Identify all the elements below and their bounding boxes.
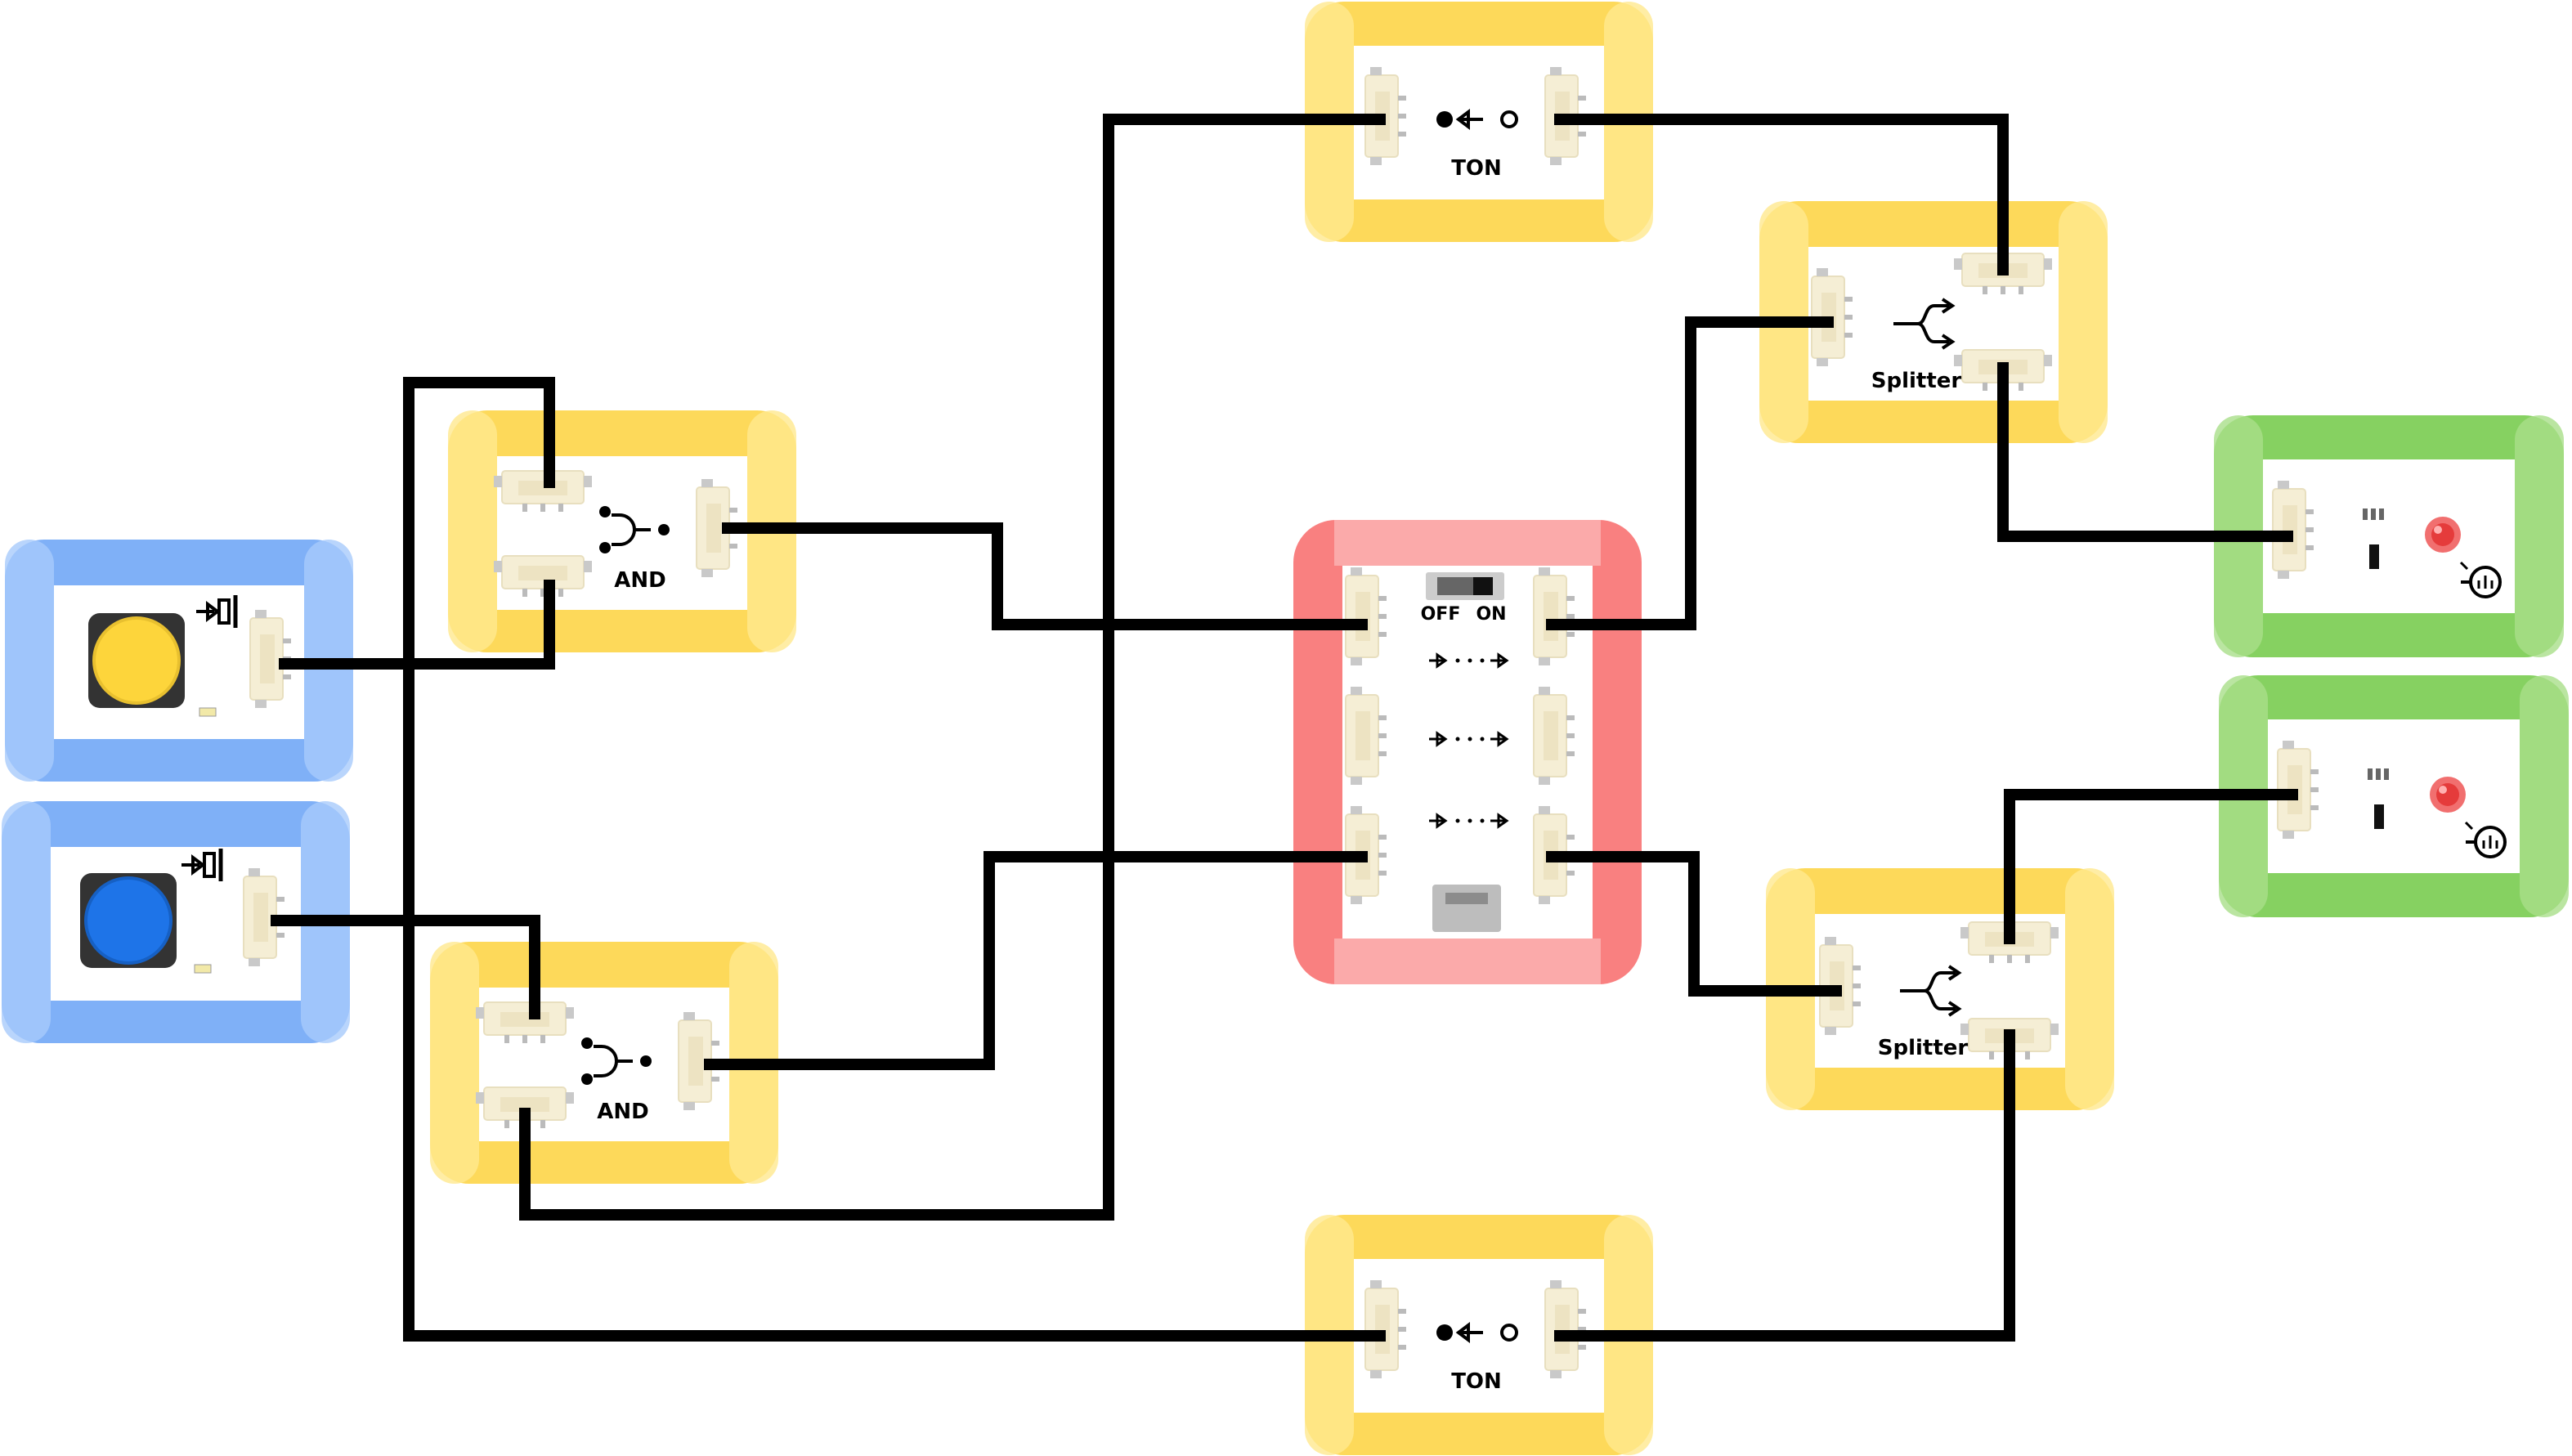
wire	[2004, 789, 2298, 944]
and-label: AND	[614, 568, 665, 593]
timer-icon	[1436, 1322, 1518, 1343]
blue-button-cap[interactable]	[80, 873, 177, 968]
input-module-yellow-button	[5, 540, 353, 782]
led-output-module-bottom	[2219, 675, 2569, 917]
wire	[704, 851, 1368, 1070]
splitter-icon	[1900, 965, 1962, 1017]
and-label: AND	[597, 1100, 648, 1124]
push-button-icon	[181, 849, 223, 881]
wire	[1546, 851, 1842, 997]
led-light	[2425, 517, 2461, 553]
and-gate-icon	[581, 1037, 652, 1085]
wire	[403, 377, 1386, 1342]
led-light	[2430, 777, 2466, 813]
usb-port-icon	[1432, 885, 1501, 932]
timer-icon	[1436, 109, 1518, 130]
led-resistor-icon	[2363, 508, 2384, 569]
wire	[1554, 1029, 2015, 1342]
switch-on-label: ON	[1476, 604, 1506, 625]
input-module-blue-button	[2, 801, 350, 1043]
power-hub-module: OFF ON	[1293, 520, 1642, 984]
wire	[1546, 316, 1834, 630]
wire	[722, 522, 1368, 630]
wire	[279, 580, 555, 670]
splitter-module-bottom: Splitter	[1766, 868, 2114, 1110]
splitter-label: Splitter	[1878, 1036, 1969, 1060]
ton-label: TON	[1451, 1369, 1502, 1394]
wire	[1997, 362, 2293, 542]
light-bulb-icon	[2464, 821, 2507, 858]
led-resistor-icon	[2368, 768, 2389, 829]
wire	[1554, 114, 2009, 276]
ton-timer-module-bottom: TON	[1305, 1215, 1653, 1455]
wire	[519, 114, 1386, 1221]
yellow-button-cap[interactable]	[88, 613, 185, 708]
push-button-icon	[196, 595, 238, 628]
splitter-module-top: Splitter	[1759, 201, 2108, 443]
switch-off-label: OFF	[1421, 604, 1461, 625]
ton-label: TON	[1451, 156, 1502, 181]
wires	[271, 114, 2298, 1342]
splitter-label: Splitter	[1871, 369, 1962, 393]
and-gate-icon	[599, 506, 670, 553]
splitter-icon	[1893, 298, 1956, 350]
power-switch[interactable]	[1426, 572, 1504, 600]
light-bulb-icon	[2459, 561, 2502, 598]
wire	[271, 915, 540, 1019]
led-output-module-top	[2214, 415, 2564, 657]
